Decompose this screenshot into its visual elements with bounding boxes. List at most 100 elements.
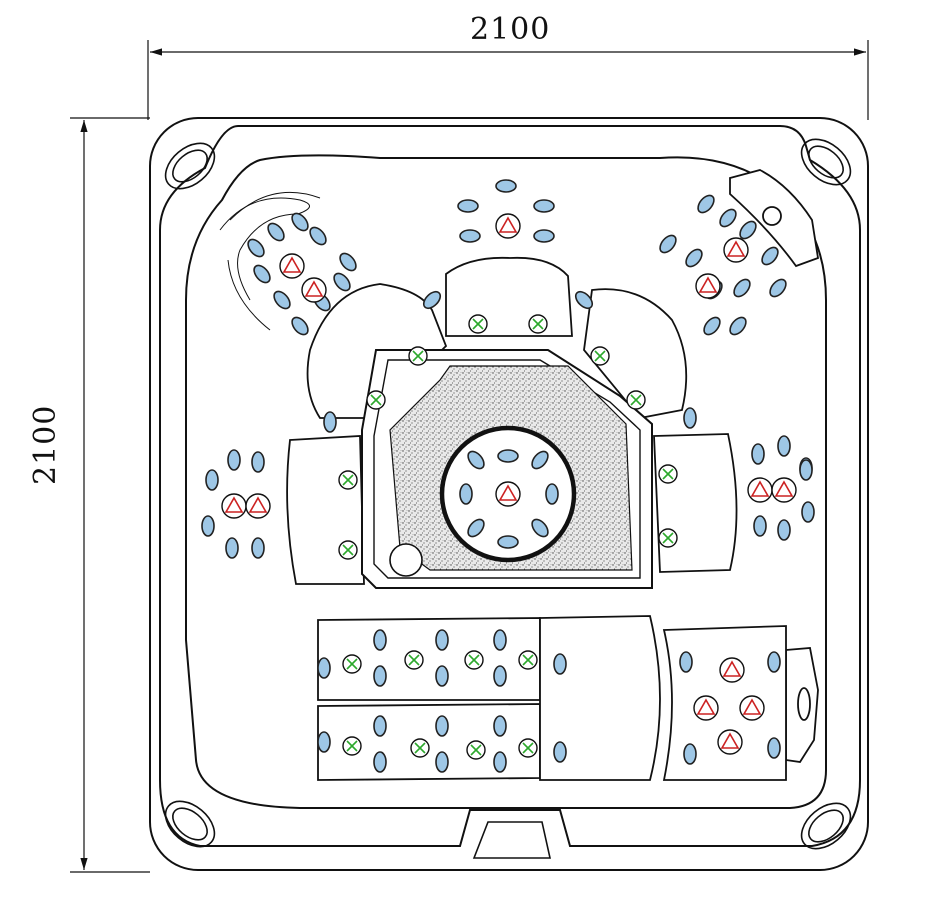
green-cross-jet-icon bbox=[590, 346, 610, 366]
blue-jet-icon bbox=[493, 715, 507, 737]
outer-shell bbox=[149, 117, 869, 871]
blue-jet-icon bbox=[457, 199, 479, 213]
cup-holder-icon bbox=[800, 138, 852, 186]
blue-jet-icon bbox=[225, 537, 239, 559]
red-triangle-jet-icon bbox=[747, 477, 773, 503]
blue-jet-icon bbox=[574, 290, 594, 310]
blue-jet-icon bbox=[545, 483, 559, 505]
blue-jet-icon bbox=[683, 743, 697, 765]
blue-jet-icon bbox=[309, 226, 327, 246]
blue-jet-icon bbox=[751, 443, 765, 465]
cup-holder-icon bbox=[164, 800, 216, 848]
blue-jet-icon bbox=[205, 469, 219, 491]
blue-jet-icon bbox=[247, 238, 265, 258]
blue-jet-icon bbox=[273, 290, 291, 310]
red-triangle-jet-icon bbox=[279, 253, 305, 279]
green-cross-jet-icon bbox=[338, 540, 358, 560]
blue-jet-icon bbox=[533, 229, 555, 243]
blue-jet-icon bbox=[291, 212, 309, 232]
green-cross-jet-icon bbox=[464, 650, 484, 670]
green-cross-jet-icon bbox=[658, 528, 678, 548]
blue-jet-icon bbox=[685, 248, 703, 268]
green-cross-jet-icon bbox=[366, 390, 386, 410]
blue-jet-icon bbox=[733, 278, 751, 298]
blue-jet-icon bbox=[703, 316, 721, 336]
blue-jet-icon bbox=[777, 519, 791, 541]
blue-jet-icon bbox=[729, 316, 747, 336]
blue-jet-icon bbox=[459, 229, 481, 243]
red-triangle-jet-icon bbox=[719, 657, 745, 683]
blue-jet-icon bbox=[435, 715, 449, 737]
blue-jet-icon bbox=[533, 199, 555, 213]
red-triangle-jet-icon bbox=[245, 493, 271, 519]
blue-jet-icon bbox=[467, 450, 485, 470]
blue-jet-icon bbox=[497, 449, 519, 463]
red-triangle-jet-icon bbox=[693, 695, 719, 721]
seat-top bbox=[445, 256, 573, 337]
red-triangle-jet-icon bbox=[695, 273, 721, 299]
red-triangle-jet-icon bbox=[717, 729, 743, 755]
drain-icon bbox=[389, 543, 423, 577]
red-triangle-jet-icon bbox=[301, 277, 327, 303]
blue-jet-icon bbox=[333, 272, 351, 292]
red-triangle-jet-icon bbox=[221, 493, 247, 519]
green-cross-jet-icon bbox=[528, 314, 548, 334]
blue-jet-icon bbox=[251, 451, 265, 473]
blue-jet-icon bbox=[201, 515, 215, 537]
blue-jet-icon bbox=[769, 278, 787, 298]
blue-jet-icon bbox=[373, 751, 387, 773]
green-cross-jet-icon bbox=[342, 654, 362, 674]
green-cross-jet-icon bbox=[342, 736, 362, 756]
green-cross-jet-icon bbox=[626, 390, 646, 410]
red-triangle-jet-icon bbox=[495, 481, 521, 507]
blue-jet-icon bbox=[435, 665, 449, 687]
red-triangle-jet-icon bbox=[771, 477, 797, 503]
blue-jet-icon bbox=[373, 665, 387, 687]
blue-jet-icon bbox=[317, 657, 331, 679]
blue-jet-icon bbox=[267, 222, 285, 242]
blue-jet-icon bbox=[467, 518, 485, 538]
footwell bbox=[361, 349, 653, 589]
blue-jet-icon bbox=[801, 501, 815, 523]
blue-jet-icon bbox=[739, 220, 757, 240]
blue-jet-icon bbox=[767, 651, 781, 673]
blue-jet-icon bbox=[683, 407, 697, 429]
blue-jet-icon bbox=[251, 537, 265, 559]
blue-jet-icon bbox=[323, 411, 337, 433]
blue-jet-icon bbox=[553, 653, 567, 675]
seat-left bbox=[286, 435, 365, 585]
blue-jet-icon bbox=[422, 290, 442, 310]
green-cross-jet-icon bbox=[404, 650, 424, 670]
blue-jet-icon bbox=[679, 651, 693, 673]
blue-jet-icon bbox=[317, 731, 331, 753]
swirl-decoration bbox=[219, 191, 321, 331]
seat-area bbox=[185, 154, 827, 809]
blue-jet-icon bbox=[493, 751, 507, 773]
blue-jet-icon bbox=[495, 179, 517, 193]
seat-top-right bbox=[583, 288, 688, 419]
pillow-icon bbox=[785, 647, 819, 763]
blue-jet-icon bbox=[777, 435, 791, 457]
green-jets bbox=[338, 314, 678, 760]
blue-jet-icon bbox=[373, 629, 387, 651]
red-triangle-jet-icon bbox=[739, 695, 765, 721]
red-jets bbox=[221, 213, 797, 755]
green-cross-jet-icon bbox=[408, 346, 428, 366]
blue-jet-icon bbox=[459, 483, 473, 505]
blue-jet-icon bbox=[531, 518, 549, 538]
blue-jet-icon bbox=[373, 715, 387, 737]
blue-jet-icon bbox=[659, 234, 677, 254]
green-cross-jet-icon bbox=[518, 738, 538, 758]
dimension-lines bbox=[70, 40, 869, 873]
blue-jet-icon bbox=[227, 449, 241, 471]
red-triangle-jet-icon bbox=[723, 237, 749, 263]
cup-holders bbox=[164, 138, 852, 850]
green-cross-jet-icon bbox=[466, 740, 486, 760]
step-notch bbox=[472, 821, 551, 859]
green-cross-jet-icon bbox=[410, 738, 430, 758]
green-cross-jet-icon bbox=[468, 314, 488, 334]
blue-jet-icon bbox=[767, 737, 781, 759]
blue-jet-icon bbox=[253, 264, 271, 284]
width-dimension-label: 2100 bbox=[470, 12, 551, 47]
